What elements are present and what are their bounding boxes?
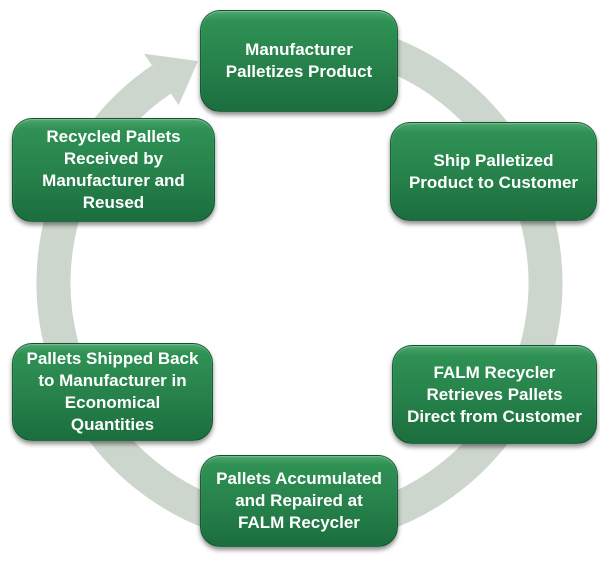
node-manufacturer-palletizes-product: Manufacturer Palletizes Product [200,10,398,112]
node-pallets-accumulated-and-repaired: Pallets Accumulated and Repaired at FALM… [200,455,398,547]
node-label: Ship Palletized Product to Customer [408,150,579,192]
node-pallets-shipped-back-to-manufacturer: Pallets Shipped Back to Manufacturer in … [12,343,213,441]
node-label: FALM Recycler Retrieves Pallets Direct f… [407,362,582,426]
node-label: Manufacturer Palletizes Product [225,40,373,81]
node-label: Pallets Shipped Back to Manufacturer in … [26,349,199,434]
node-ship-palletized-product-to-customer: Ship Palletized Product to Customer [390,122,597,221]
node-recycled-pallets-received-and-reused: Recycled Pallets Received by Manufacture… [12,118,215,222]
node-label: Pallets Accumulated and Repaired at FALM… [216,469,382,532]
clockwise-arrowhead-icon [144,53,198,106]
node-label: Recycled Pallets Received by Manufacture… [42,127,185,212]
node-falm-recycler-retrieves-pallets: FALM Recycler Retrieves Pallets Direct f… [392,345,597,444]
